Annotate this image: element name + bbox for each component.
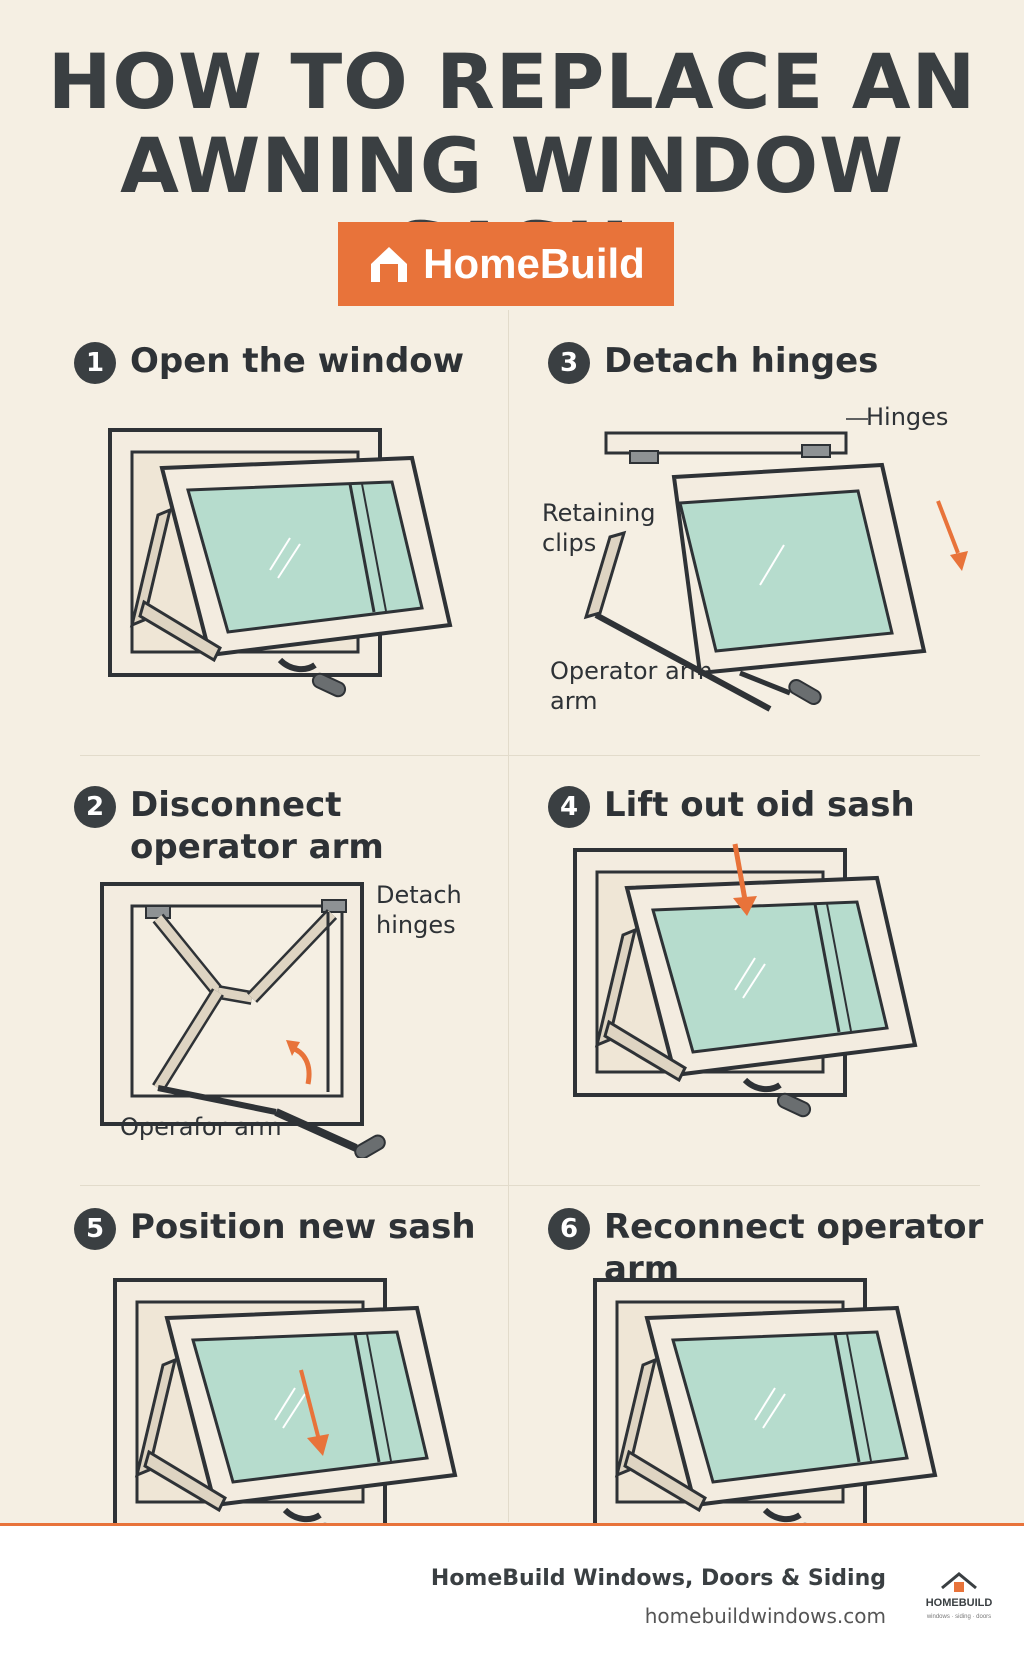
footer: HomeBuild Windows, Doors & Siding homebu… (0, 1526, 1024, 1666)
callout-line: hinges (376, 911, 456, 939)
step-5: 5 Position new sash (74, 1206, 476, 1250)
step-number: 1 (74, 342, 116, 384)
window-illustration-step-1 (100, 420, 470, 720)
callout-detach-hinges: Detach hinges (376, 880, 462, 940)
step-title: Disconnect operator arm (130, 785, 384, 867)
window-illustration-step-4 (560, 843, 940, 1140)
house-icon (371, 247, 408, 282)
title-line-1: HOW TO REPLACE AN (47, 37, 977, 126)
grid-divider-row-2 (80, 1185, 980, 1186)
step-1: 1 Open the window (74, 340, 464, 384)
callout-line: arm (550, 687, 598, 715)
step-title: Detach hinges (604, 341, 879, 381)
window-illustration-step-5 (100, 1270, 480, 1523)
callout-operator-arm: Operafor arm (120, 1113, 282, 1141)
step-number: 6 (548, 1208, 590, 1250)
svg-text:HOMEBUILD: HOMEBUILD (926, 1597, 993, 1609)
step-title: Open the window (130, 341, 465, 381)
callout-line: clips (542, 529, 597, 557)
callout-line: Operator arm (550, 657, 713, 685)
step-title: Lift out oid sash (604, 785, 915, 825)
footer-divider (0, 1523, 1024, 1526)
grid-divider-row-1 (80, 755, 980, 756)
footer-url[interactable]: homebuildwindows.com (644, 1604, 886, 1628)
window-illustration-step-6 (580, 1270, 960, 1523)
callout-line: Detach (376, 881, 462, 909)
grid-divider-vertical (508, 310, 509, 1522)
callout-hinges: Hinges (866, 403, 949, 431)
callout-retaining-clips: Retaining clips (542, 498, 655, 558)
page-title: HOW TO REPLACE AN AWNING WINDOW SASH (0, 40, 1024, 292)
callout-line: Retaining (542, 499, 656, 527)
homebuild-logo: HOMEBUILD windows · siding · doors (926, 1572, 993, 1620)
awning-window-graphic (100, 1270, 480, 1523)
step-title: Position new sash (130, 1207, 476, 1247)
window-illustration-step-3 (583, 418, 968, 712)
awning-window-graphic (580, 1270, 960, 1523)
window-illustration-step-2 (100, 882, 386, 1158)
brand-label: HomeBuild (423, 240, 645, 287)
brand-badge: HomeBuild (338, 222, 674, 306)
footer-company: HomeBuild Windows, Doors & Siding (430, 1566, 886, 1591)
step-number: 4 (548, 786, 590, 828)
step-2: 2 Disconnect operator arm (74, 784, 480, 868)
svg-text:windows · siding · doors: windows · siding · doors (926, 1614, 991, 1620)
step-number: 5 (74, 1208, 116, 1250)
callout-operator-arm: Operator arm arm (550, 656, 713, 716)
step-number: 3 (548, 342, 590, 384)
step-3: 3 Detach hinges (548, 340, 878, 384)
step-4: 4 Lift out oid sash (548, 784, 915, 828)
step-number: 2 (74, 786, 116, 828)
